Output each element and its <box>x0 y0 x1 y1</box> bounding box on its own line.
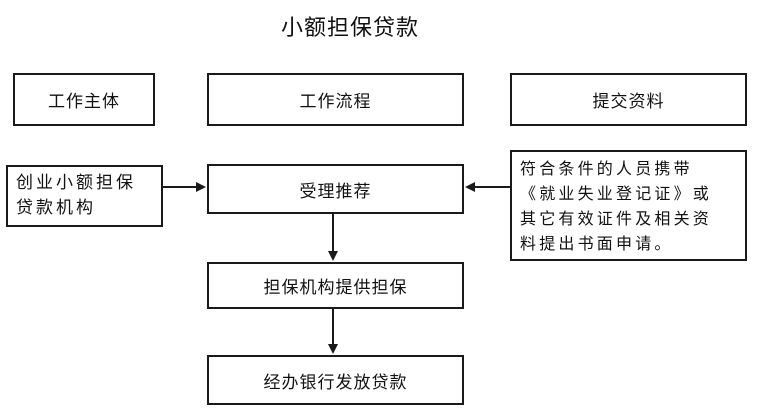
step-label-loan: 经办银行发放贷款 <box>263 372 408 393</box>
step-box-guarantee: 担保机构提供担保 <box>207 262 464 309</box>
requirements-line-1: 符合条件的人员携带 <box>520 158 693 178</box>
agency-line-1: 创业小额担保 <box>16 173 136 193</box>
requirements-line-4: 料提出书面申请。 <box>520 233 674 253</box>
step-label-guarantee: 担保机构提供担保 <box>263 278 408 298</box>
header-process-box: 工作流程 <box>207 73 464 126</box>
header-materials-box: 提交资料 <box>510 73 747 126</box>
agency-line-2: 贷款机构 <box>16 198 96 218</box>
page-title: 小额担保贷款 <box>280 16 419 41</box>
header-materials-label: 提交资料 <box>592 92 665 112</box>
header-subject-box: 工作主体 <box>13 73 155 126</box>
header-process-label: 工作流程 <box>299 92 372 112</box>
requirements-line-3: 其它有效证件及相关资 <box>520 208 713 228</box>
step-label-accept: 受理推荐 <box>299 181 372 202</box>
requirements-box: 符合条件的人员携带 《就业失业登记证》或 其它有效证件及相关资 料提出书面申请。 <box>510 150 747 261</box>
requirements-line-2: 《就业失业登记证》或 <box>520 183 713 203</box>
step-box-accept: 受理推荐 <box>207 164 464 214</box>
agency-box: 创业小额担保 贷款机构 <box>6 165 163 227</box>
header-subject-label: 工作主体 <box>48 92 120 112</box>
step-box-loan: 经办银行发放贷款 <box>207 355 464 405</box>
